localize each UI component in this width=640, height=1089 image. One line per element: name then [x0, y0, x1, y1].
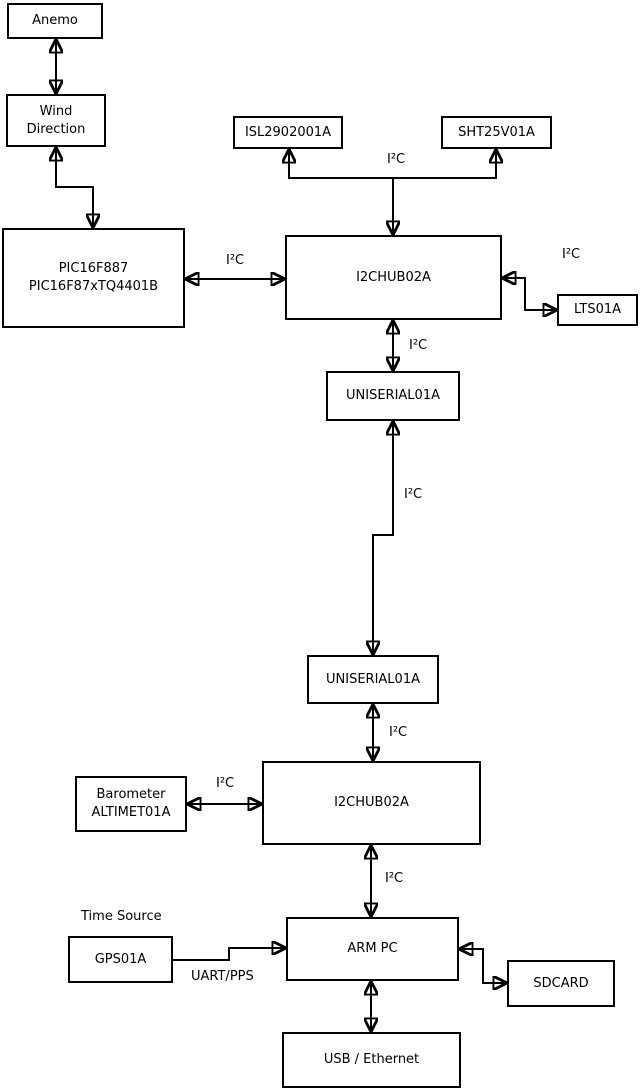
- edge-wind-pic: [56, 147, 93, 228]
- node-usb-ethernet: USB / Ethernet: [282, 1032, 461, 1088]
- node-wind-direction-line2: Direction: [26, 121, 86, 137]
- node-pic-line1: PIC16F887: [58, 261, 129, 277]
- node-arm-pc-label: ARM PC: [347, 941, 398, 957]
- node-i2chub-bottom: I2CHUB02A: [262, 761, 481, 845]
- edge-gps-armpc: [173, 948, 286, 961]
- node-pic-line2: PIC16F87xTQ4401B: [28, 279, 159, 294]
- node-barometer: Barometer ALTIMET01A: [75, 776, 187, 832]
- edge-uniserial-link: [373, 421, 393, 655]
- node-uniserial-bottom-label: UNISERIAL01A: [326, 671, 420, 687]
- node-isl2902001a-label: ISL2902001A: [244, 124, 332, 140]
- node-arm-pc: ARM PC: [286, 917, 459, 981]
- node-pic: PIC16F887 PIC16F87xTQ4401B: [2, 228, 185, 328]
- node-sht25v01a-label: SHT25V01A: [458, 124, 535, 140]
- node-i2chub-top-label: I2CHUB02A: [356, 269, 431, 285]
- node-gps01a-label: GPS01A: [94, 951, 147, 967]
- node-gps01a: GPS01A: [68, 936, 173, 983]
- edge-label-hub2-arm-i2c: I²C: [385, 871, 404, 886]
- node-uniserial-bottom: UNISERIAL01A: [307, 655, 439, 704]
- node-i2chub-bottom-label: I2CHUB02A: [334, 795, 409, 811]
- node-sdcard: SDCARD: [507, 960, 615, 1007]
- edge-label-hub-lts-i2c: I²C: [562, 247, 581, 262]
- edge-label-uniserial-link-i2c: I²C: [404, 487, 423, 502]
- node-wind-direction-line1: Wind: [39, 103, 73, 119]
- node-wind-direction: Wind Direction: [6, 94, 106, 147]
- node-uniserial-top-label: UNISERIAL01A: [346, 388, 440, 404]
- node-sht25v01a: SHT25V01A: [441, 116, 552, 149]
- node-usb-ethernet-label: USB / Ethernet: [323, 1052, 420, 1068]
- edge-i2chub-top-lts: [502, 278, 557, 310]
- node-lts01a: LTS01A: [557, 294, 638, 326]
- node-i2chub-top: I2CHUB02A: [285, 235, 502, 320]
- edge-label-barometer-hub2-i2c: I²C: [216, 776, 235, 791]
- node-anemo: Anemo: [7, 3, 103, 39]
- node-barometer-line1: Barometer: [96, 787, 166, 803]
- edge-label-uart-pps: UART/PPS: [191, 969, 254, 984]
- node-barometer-line2: ALTIMET01A: [91, 805, 171, 820]
- edge-label-sensor-bus-i2c: I²C: [387, 152, 406, 167]
- edge-armpc-sdcard: [459, 949, 507, 983]
- node-uniserial-top: UNISERIAL01A: [326, 371, 460, 421]
- node-isl2902001a: ISL2902001A: [233, 116, 343, 149]
- node-lts01a-label: LTS01A: [573, 302, 622, 318]
- node-sdcard-label: SDCARD: [533, 975, 589, 991]
- edge-label-uniserial-hub2-i2c: I²C: [389, 725, 408, 740]
- edge-label-hub-uniserial-i2c: I²C: [409, 338, 428, 353]
- label-time-source: Time Source: [81, 909, 162, 924]
- edge-label-pic-hub-i2c: I²C: [226, 253, 245, 268]
- node-anemo-label: Anemo: [32, 13, 78, 29]
